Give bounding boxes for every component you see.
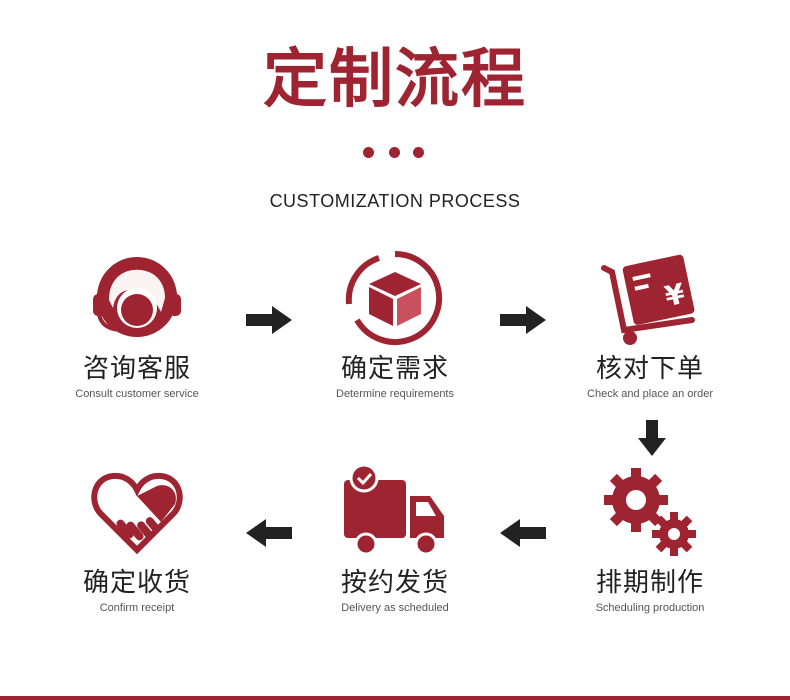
arrow-right-icon [500,306,546,334]
box-icon [345,250,443,345]
decorative-dots [0,147,790,159]
arrow-left-icon [246,519,292,547]
step-subtitle: Scheduling production [595,602,705,614]
arrow-down-icon [638,420,666,456]
handshake-heart-icon [91,472,183,555]
step-production: 排期制作 Scheduling production [545,464,755,614]
step-title: 咨询客服 [82,354,191,384]
arrow-right-icon [246,306,292,334]
step-title: 确定收货 [82,568,191,598]
step-title: 排期制作 [595,568,704,598]
step-subtitle: Consult customer service [75,388,199,400]
step-title: 核对下单 [595,354,704,384]
arrow-left-icon [500,519,546,547]
delivery-truck-icon [344,464,444,556]
dot-3 [413,147,424,158]
step-order: ¥ 核对下单 Check and place an order [545,250,755,400]
bottom-divider [0,696,790,700]
step-title: 确定需求 [340,354,449,384]
step-subtitle: Check and place an order [587,388,713,400]
dot-1 [363,147,374,158]
step-subtitle: Delivery as scheduled [341,602,449,614]
step-subtitle: Confirm receipt [99,602,175,614]
step-requirements: 确定需求 Determine requirements [290,250,500,400]
cart-invoice-icon: ¥ [601,254,695,345]
step-confirm: 确定收货 Confirm receipt [32,464,242,614]
step-delivery: 按约发货 Delivery as scheduled [290,464,500,614]
headset-agent-icon [93,257,181,337]
dot-2 [389,147,400,158]
step-subtitle: Determine requirements [336,388,454,400]
page-subtitle: CUSTOMIZATION PROCESS [269,191,521,211]
step-title: 按约发货 [340,568,449,598]
gears-icon [604,468,696,556]
page-title: 定制流程 [263,43,527,117]
step-consult: 咨询客服 Consult customer service [32,250,242,400]
